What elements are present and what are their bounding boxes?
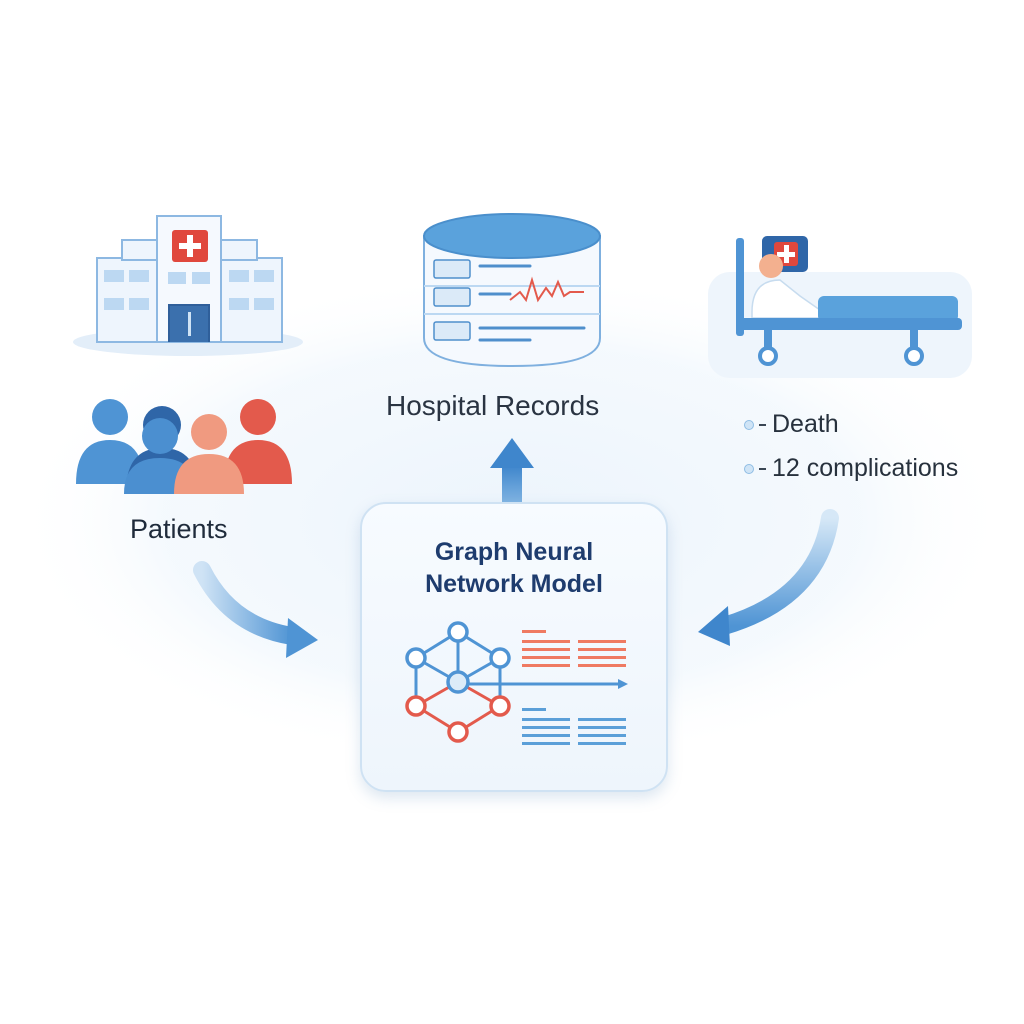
bullet-icon [744,464,754,474]
model-title-line2: Network Model [425,570,603,598]
dash-icon [759,424,766,426]
arrow-patients-to-model [193,561,318,658]
model-title-line1: Graph Neural [434,538,594,566]
model-title: Graph Neural Network Model [362,536,666,600]
arrow-model-to-records [490,438,534,502]
bullet-icon [744,420,754,430]
dash-icon [759,468,766,470]
patients-label: Patients [130,514,228,544]
arrow-outcomes-to-model [698,509,839,646]
outcome-complications: 12 complications [772,454,959,482]
hospital-records-label: Hospital Records [386,390,600,421]
outcome-death: Death [772,410,839,438]
